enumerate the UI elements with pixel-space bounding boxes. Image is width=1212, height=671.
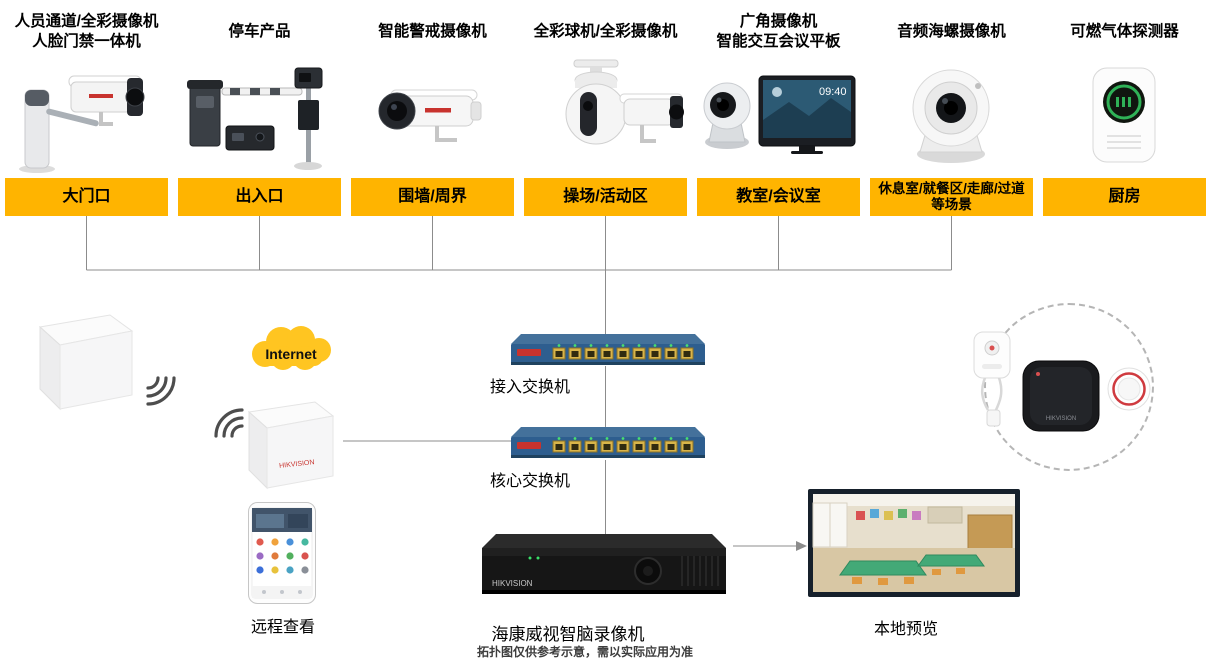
- wifi-signal-icon: [146, 376, 244, 438]
- router-icon: [38, 314, 134, 411]
- device-column-entrance-gate: 人员通道/全彩摄像机 人脸门禁一体机 大门口: [5, 8, 168, 216]
- alarm-hub-icon: HIKVISION: [1022, 360, 1100, 432]
- wireless-detector: [968, 328, 1016, 428]
- column-title: 停车产品: [228, 22, 291, 40]
- mesh-router-2: HIKVISION: [235, 392, 343, 492]
- parking-barrier-icon: [187, 67, 323, 170]
- remote-view-phone: [248, 502, 316, 604]
- gas-detector-image: [1043, 56, 1206, 178]
- panic-button-icon: [1107, 367, 1151, 411]
- nvr-brand-label: HIKVISION: [492, 579, 533, 588]
- access-switch-label: 接入交换机: [489, 379, 570, 396]
- audio-turret-camera-image: [870, 56, 1033, 178]
- ptz-dome-and-bullet-camera-icon: [565, 59, 684, 145]
- device-column-parking: 停车产品 出入口: [178, 8, 341, 216]
- turnstile-and-bullet-camera-image: [5, 56, 168, 178]
- panel-clock: 09:40: [819, 86, 847, 98]
- cloud-icon: Internet: [252, 326, 331, 370]
- ptz-dome-and-bullet-camera-image: [524, 56, 687, 178]
- router-brand-label: HIKVISION: [279, 459, 315, 470]
- local-preview-label: 本地预览: [873, 621, 938, 638]
- network-switch-icon: [511, 334, 705, 365]
- column-title: 音频海螺摄像机: [897, 22, 1006, 40]
- bullet-camera-image: [351, 56, 514, 178]
- internet-label: Internet: [265, 346, 317, 362]
- disclaimer-text: 拓扑图仅供参考示意，需以实际应用为准: [476, 645, 693, 659]
- monitor-classroom-icon: [808, 489, 1020, 597]
- column-title: 智能警戒摄像机: [378, 22, 487, 40]
- remote-view-label: 远程查看: [250, 619, 315, 636]
- location-label: 教室/会议室: [697, 178, 860, 216]
- device-column-kitchen: 可燃气体探测器 厨房: [1043, 8, 1206, 216]
- location-label: 休息室/就餐区/走廊/过道等场景: [870, 178, 1033, 216]
- location-label: 出入口: [178, 178, 341, 216]
- column-title: 可燃气体探测器: [1070, 22, 1179, 40]
- hub-brand-label: HIKVISION: [1046, 416, 1076, 422]
- detector-icon: [973, 331, 1011, 427]
- bullet-camera-icon: [378, 89, 482, 142]
- device-column-perimeter: 智能警戒摄像机 围墙/周界: [351, 8, 514, 216]
- parking-barrier-image: [178, 56, 341, 178]
- internet-cloud: Internet: [243, 326, 339, 372]
- column-title: 全彩球机/全彩摄像机: [533, 22, 678, 40]
- location-label: 围墙/周界: [351, 178, 514, 216]
- nvr-icon: HIKVISION: [482, 534, 726, 594]
- local-preview-monitor: [808, 489, 1020, 597]
- turret-camera-and-meeting-panel-image: 09:40: [697, 56, 860, 178]
- core-switch-label: 核心交换机: [489, 473, 570, 490]
- network-switch-icon: [511, 427, 705, 458]
- arrowhead: [796, 541, 807, 551]
- access-switch: [505, 330, 705, 370]
- phone-icon: [248, 502, 316, 604]
- panic-button: [1106, 366, 1152, 412]
- gas-detector-icon: [1092, 67, 1156, 163]
- location-label: 操场/活动区: [524, 178, 687, 216]
- column-title: 广角摄像机 智能交互会议平板: [716, 12, 841, 50]
- device-column-playground: 全彩球机/全彩摄像机 操场/活动区: [524, 8, 687, 216]
- mesh-router-1: [22, 305, 142, 415]
- alarm-hub: HIKVISION: [1022, 360, 1100, 432]
- nvr-recorder: HIKVISION: [478, 528, 730, 600]
- router-icon: HIKVISION: [247, 401, 335, 490]
- location-label: 大门口: [5, 178, 168, 216]
- device-column-corridor: 音频海螺摄像机 休息室/就餐区/走廊/过道等场景: [870, 8, 1033, 216]
- core-switch: [505, 423, 705, 463]
- nvr-label: 海康威视智脑录像机: [491, 625, 645, 644]
- turnstile-and-bullet-camera-icon: [19, 75, 145, 173]
- turret-camera-and-meeting-panel-icon: 09:40: [703, 75, 856, 154]
- column-title: 人员通道/全彩摄像机 人脸门禁一体机: [14, 12, 159, 50]
- location-label: 厨房: [1043, 178, 1206, 216]
- audio-turret-camera-icon: [912, 69, 990, 163]
- wireless-alarm-zone-circle: [984, 303, 1154, 471]
- device-column-classroom: 广角摄像机 智能交互会议平板 09:40 教室/会议室: [697, 8, 860, 216]
